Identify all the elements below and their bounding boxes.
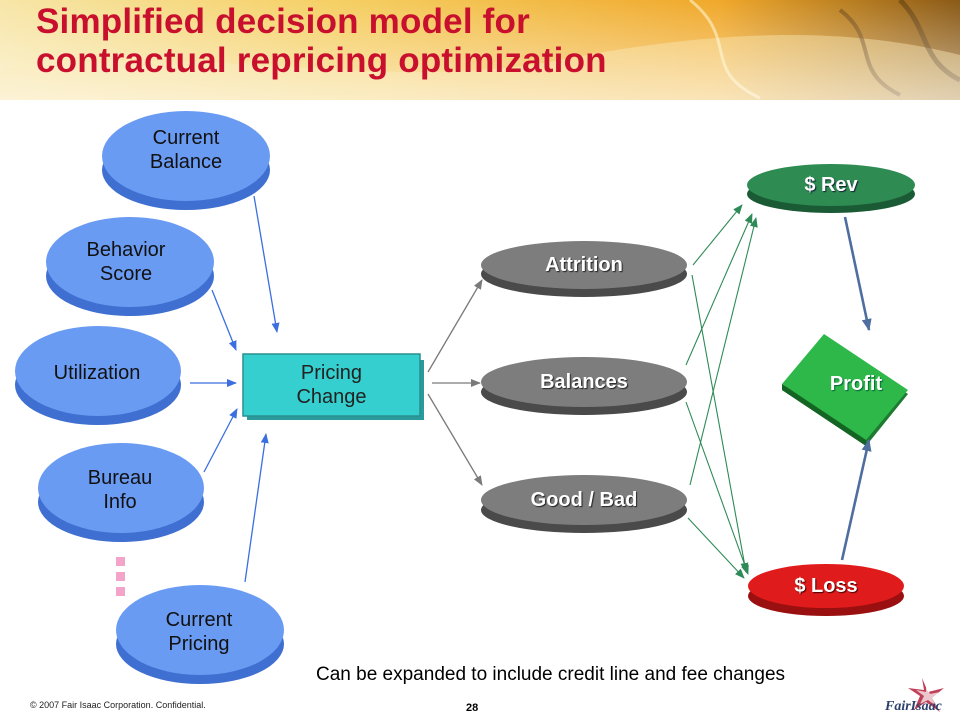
- fair-isaac-logo-text: FairIsaac: [885, 699, 942, 714]
- input-label-bureau-info-line-2: Info: [103, 491, 137, 513]
- input-node-bureau-info: [38, 443, 204, 542]
- financial-label-profit: Profit: [829, 373, 883, 395]
- financial-label-loss: $ Loss: [794, 575, 858, 597]
- input-label-behavior-score-line-2: Score: [99, 263, 153, 285]
- decision-arrows: [427, 279, 483, 486]
- input-label-current-pricing-line-1: Current: [165, 609, 233, 631]
- input-label-utilization-line-1: Utilization: [53, 362, 141, 384]
- financial-node-revenue: [747, 164, 915, 213]
- input-label-current-balance-line-2: Balance: [149, 151, 223, 173]
- input-label-bureau-info: Bureau Info: [60, 466, 180, 514]
- input-label-current-pricing-line-2: Pricing: [168, 633, 230, 655]
- title-line-2: contractual repricing optimization: [36, 41, 607, 80]
- outcome-node-balances: [481, 357, 687, 415]
- outcome-label-good-bad: Good / Bad: [530, 489, 638, 511]
- input-node-utilization: [15, 326, 181, 425]
- input-label-bureau-info-line-1: Bureau: [87, 467, 153, 489]
- profit-arrows: [840, 216, 872, 561]
- decision-label-line-1: Pricing: [300, 362, 363, 384]
- input-label-current-balance-line-1: Current: [152, 127, 220, 149]
- footnote: Can be expanded to include credit line a…: [316, 664, 786, 685]
- fair-isaac-logo-icon: [908, 678, 944, 712]
- outcome-node-good-bad: [481, 475, 687, 533]
- outcome-node-attrition: [481, 241, 687, 297]
- financial-node-profit: [782, 334, 908, 446]
- slide-title: Simplified decision model for contractua…: [36, 2, 607, 80]
- title-line-1: Simplified decision model for: [36, 2, 530, 41]
- input-arrows: [190, 195, 280, 583]
- decision-node-pricing-change: [242, 353, 424, 420]
- header-background: [0, 0, 960, 100]
- input-label-behavior-score-line-1: Behavior: [86, 239, 166, 261]
- decision-label-line-2: Change: [296, 386, 367, 408]
- header-banner: Simplified decision model for contractua…: [0, 0, 960, 100]
- input-node-current-balance: [102, 111, 270, 210]
- input-label-utilization: Utilization: [32, 361, 162, 385]
- financial-node-loss: [748, 564, 904, 616]
- page-number: 28: [466, 702, 479, 714]
- more-inputs-indicator: [116, 557, 125, 596]
- input-label-current-pricing: Current Pricing: [139, 608, 259, 656]
- decision-label: Pricing Change: [243, 361, 420, 409]
- outcome-label-attrition: Attrition: [545, 254, 623, 276]
- input-node-current-pricing: [116, 585, 284, 684]
- financial-label-revenue: $ Rev: [804, 174, 858, 196]
- input-label-current-balance: Current Balance: [126, 126, 246, 174]
- input-node-behavior-score: [46, 217, 214, 316]
- input-label-behavior-score: Behavior Score: [66, 238, 186, 286]
- outcome-arrows: [685, 204, 758, 579]
- copyright-text: © 2007 Fair Isaac Corporation. Confident…: [30, 700, 206, 710]
- outcome-label-balances: Balances: [540, 371, 628, 393]
